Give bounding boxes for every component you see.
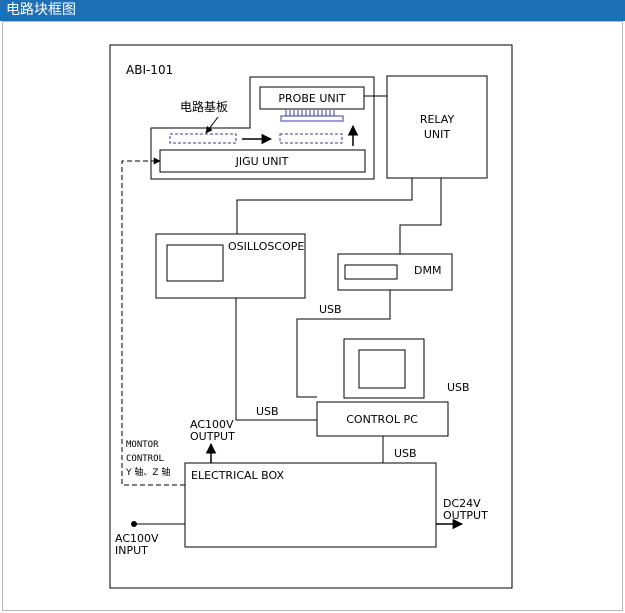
panel-title: 电路块框图 [0, 0, 625, 21]
dc-output-label-1: DC24V [443, 497, 481, 510]
relay-unit-box [386, 75, 488, 179]
ac-input-label-2: INPUT [115, 544, 148, 557]
dc-output-label-2: OUTPUT [443, 509, 488, 522]
relay-unit-label-1: RELAY [420, 113, 455, 126]
ac-output-label-1: AC100V [190, 418, 234, 431]
relay-dmm-wire [399, 178, 442, 254]
probe-pins [285, 110, 335, 116]
probe-unit-label: PROBE UNIT [278, 92, 345, 105]
oscilloscope-screen [166, 244, 224, 282]
control-pc-box [316, 401, 449, 437]
dmm-pc-usb-wire [296, 290, 391, 398]
oscilloscope-label: OSILLOSCOPE [228, 240, 304, 253]
electrical-box [184, 462, 437, 548]
motor-control-label-2: CONTROL [126, 454, 164, 464]
circuit-board-pointer [205, 116, 219, 134]
fixture-outline [150, 76, 375, 180]
usb-label-dmm: USB [319, 303, 342, 316]
dmm-label: DMM [414, 264, 441, 277]
usb-label-box: USB [394, 447, 417, 460]
circuit-board-left [169, 133, 237, 144]
osc-pc-usb-wire [235, 298, 317, 421]
motor-control-label-1: MONTOR [126, 440, 159, 450]
circuit-board-label: 电路基板 [180, 99, 228, 114]
motor-control-label-3: Y 轴、Z 轴 [125, 466, 170, 478]
relay-unit-label-2: UNIT [424, 128, 451, 141]
panel-frame [2, 21, 623, 611]
motor-control-wire [121, 157, 185, 486]
circuit-board-right [279, 133, 343, 144]
probe-plate [280, 115, 344, 122]
system-box [109, 44, 513, 589]
ac-input-label-1: AC100V [115, 532, 159, 545]
usb-label-monitor: USB [447, 381, 470, 394]
monitor-screen [358, 349, 406, 389]
control-pc-label: CONTROL PC [346, 413, 418, 426]
ac-output-label-2: OUTPUT [190, 430, 235, 443]
probe-unit-box [259, 86, 365, 110]
usb-label-osc: USB [256, 405, 279, 418]
electrical-box-label: ELECTRICAL BOX [191, 469, 284, 482]
jigu-unit-label: JIGU UNIT [235, 155, 289, 168]
system-label: ABI-101 [126, 63, 173, 77]
relay-osc-wire [236, 178, 413, 234]
dmm-display [344, 264, 398, 280]
